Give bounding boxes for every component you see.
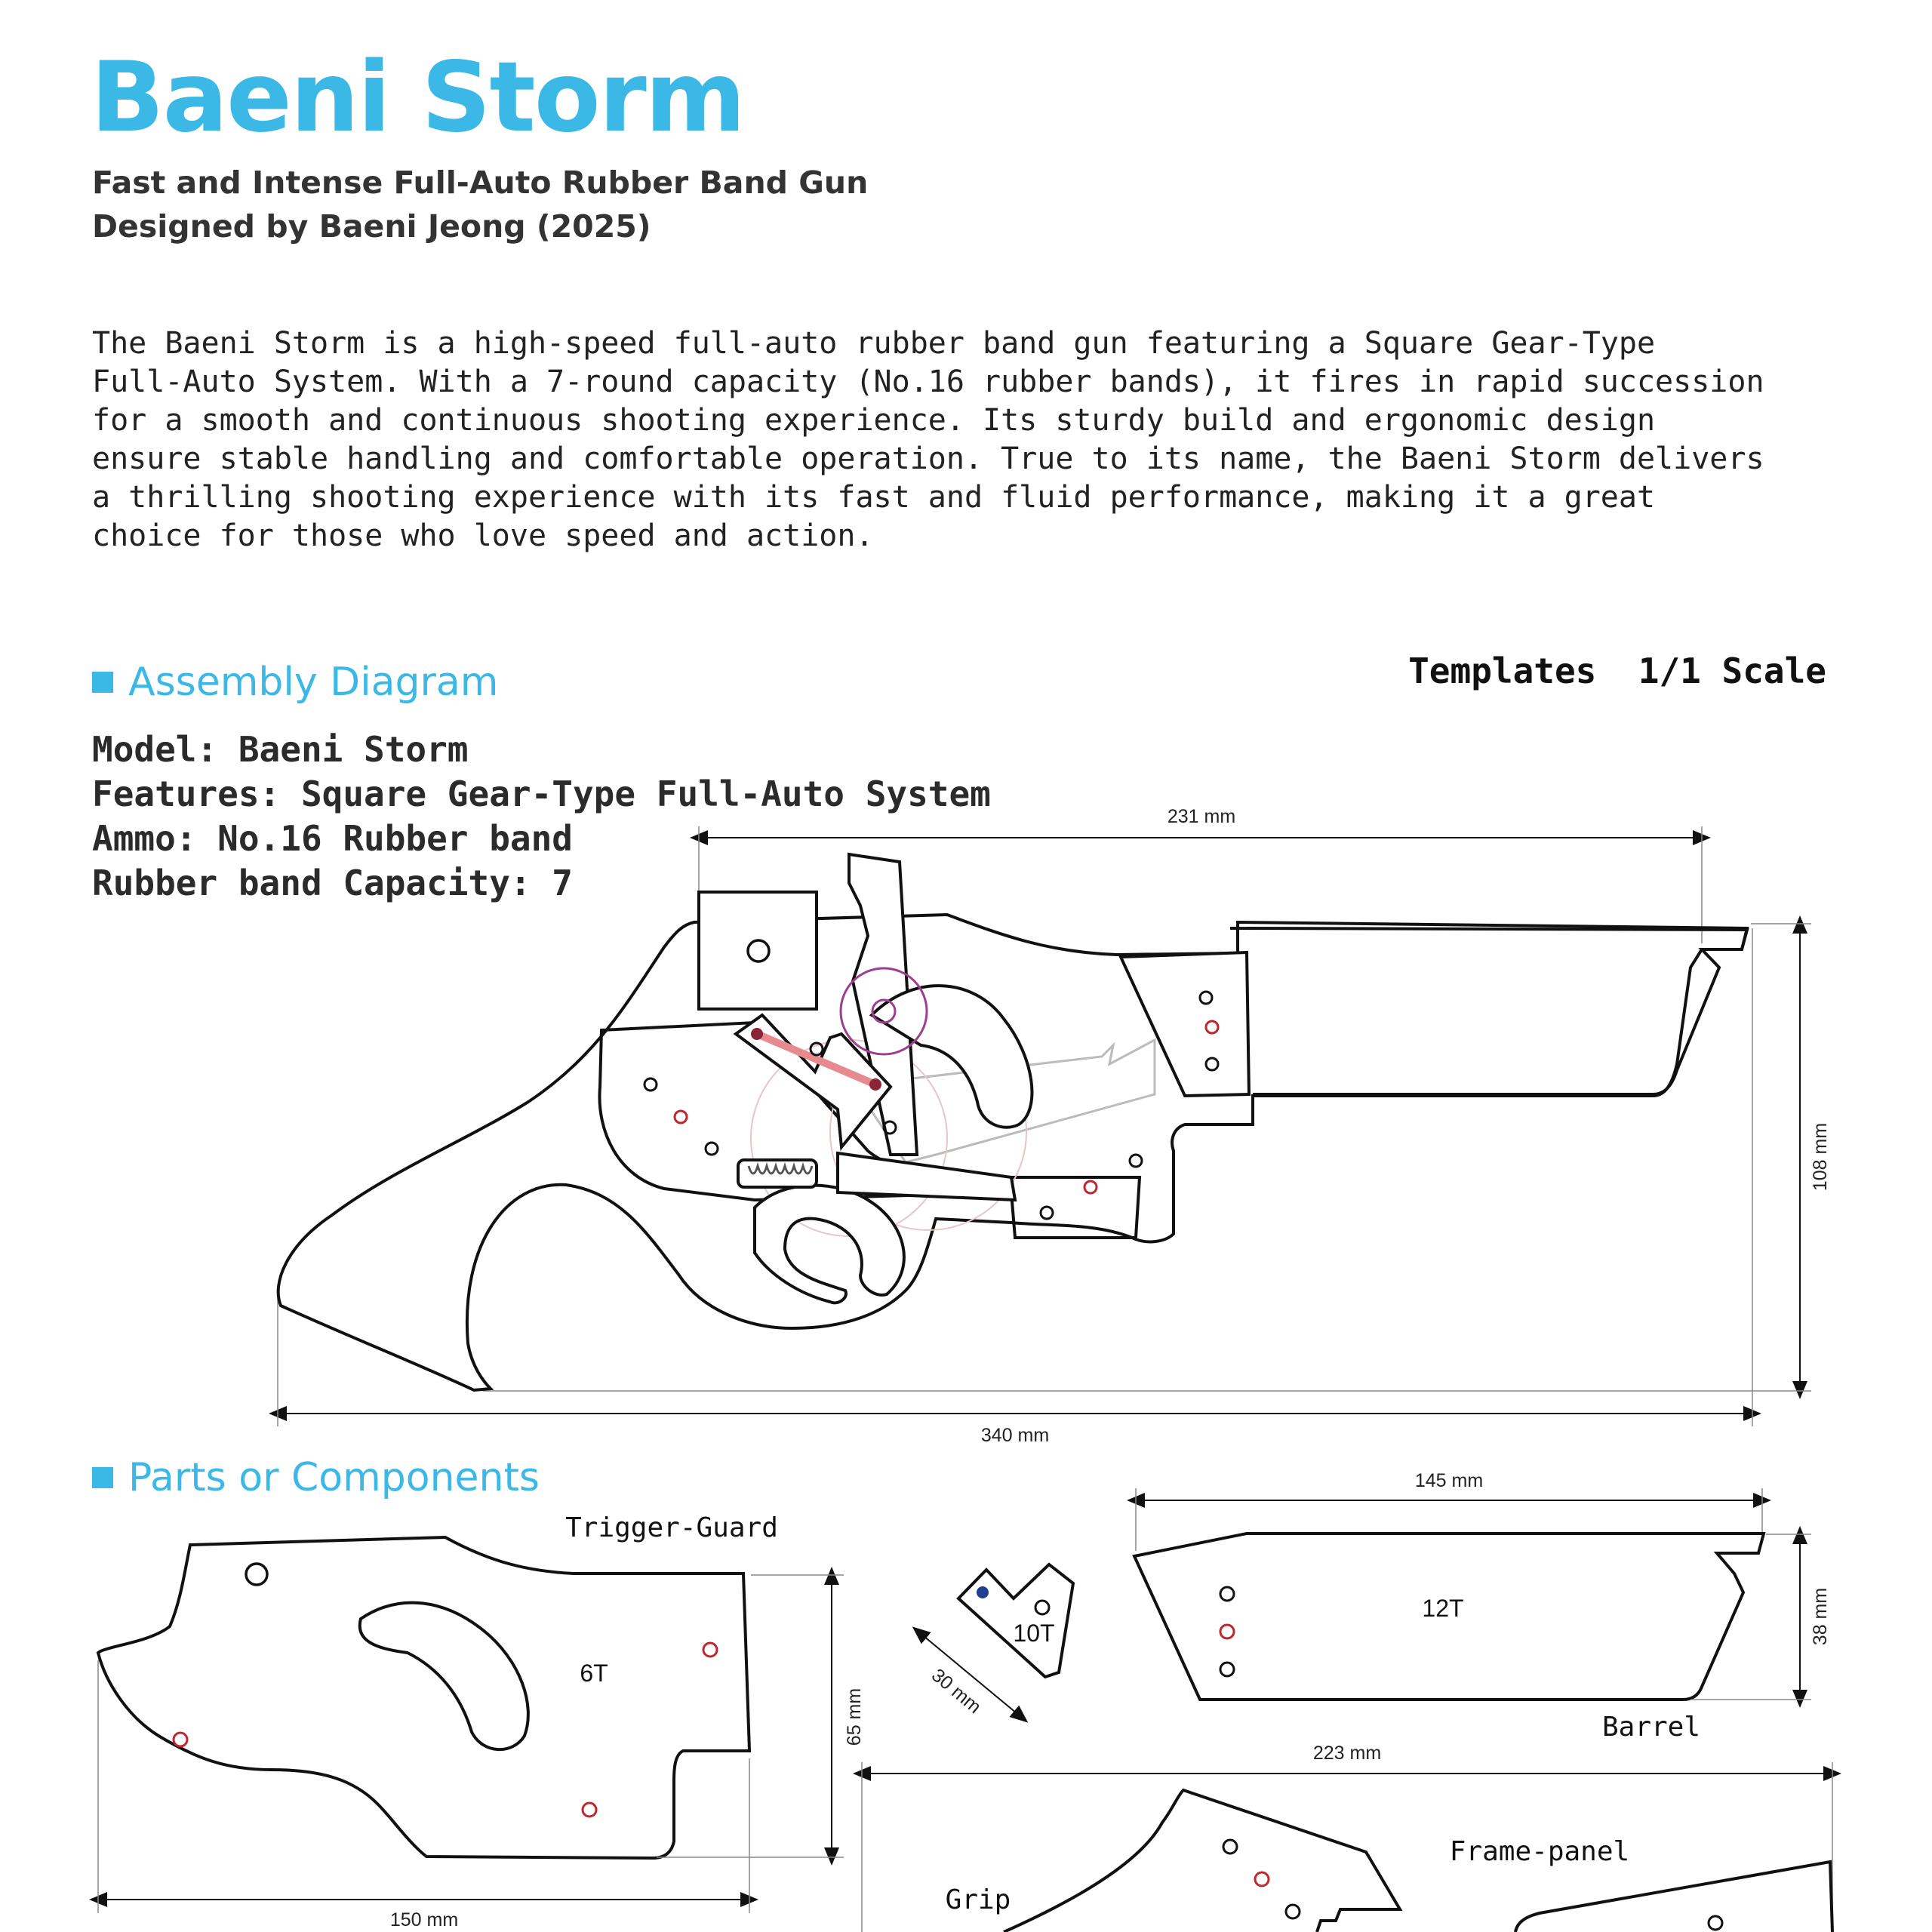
spec-features: Features: Square Gear-Type Full-Auto Sys…	[92, 774, 991, 814]
trigger-guard-red-hole	[172, 1731, 189, 1748]
description-paragraph: The Baeni Storm is a high-speed full-aut…	[92, 326, 1764, 553]
subtitle-line-1: Fast and Intense Full-Auto Rubber Band G…	[92, 165, 869, 201]
trigger-guard-width-label: 150 mm	[390, 1909, 458, 1930]
hammer-block	[697, 891, 818, 1011]
grip-outline	[1003, 1788, 1403, 1932]
lower-width-label: 223 mm	[1313, 1743, 1381, 1764]
small-part-outline	[956, 1562, 1075, 1679]
assembly-hole	[882, 1120, 897, 1135]
assembly-hole	[704, 1141, 719, 1156]
trigger-guard-red-hole	[581, 1801, 598, 1818]
trigger-bar	[836, 1151, 1017, 1202]
assembly-heading-label: Assembly Diagram	[128, 660, 499, 705]
templates-scale-label: Templates 1/1 Scale	[1408, 651, 1826, 691]
dimension-overall-length-label: 340 mm	[981, 1425, 1049, 1446]
barrel-part-outline	[1132, 1532, 1766, 1701]
heading-square-icon	[92, 1467, 113, 1488]
small-part-dimension-label: 30 mm	[928, 1665, 986, 1718]
assembly-hole	[1204, 1057, 1220, 1072]
trigger-guard-height-label: 65 mm	[844, 1688, 865, 1746]
assembly-red-hole	[1204, 1020, 1220, 1035]
assembly-hole	[1039, 1205, 1054, 1220]
assembly-heading: Assembly Diagram	[92, 660, 498, 705]
small-part-thickness: 10T	[1013, 1620, 1054, 1647]
spec-model: Model: Baeni Storm	[92, 729, 469, 770]
spec-ammo: Ammo: No.16 Rubber band	[92, 818, 573, 859]
barrel-thickness: 12T	[1422, 1595, 1463, 1622]
barrel-height-label: 38 mm	[1810, 1588, 1831, 1645]
barrel-red-hole	[1219, 1623, 1235, 1640]
gear-plate	[869, 984, 1034, 1129]
trigger-lower	[753, 1183, 906, 1305]
small-part: 10T 30 mm	[912, 1562, 1075, 1723]
dimension-top-width-label: 231 mm	[1168, 806, 1235, 827]
subtitle-line-2: Designed by Baeni Jeong (2025)	[92, 208, 651, 245]
assembly-hole	[1198, 990, 1214, 1005]
page-title: Baeni Storm	[91, 42, 746, 154]
trigger-guard-thickness: 6T	[580, 1660, 608, 1687]
grip-red-hole	[1254, 1871, 1270, 1887]
barrel-width-label: 145 mm	[1415, 1470, 1483, 1491]
parts-heading: Parts or Components	[92, 1455, 540, 1500]
trigger-guard-red-hole	[702, 1641, 718, 1658]
rubber-band-line	[753, 1030, 879, 1088]
frame-panel-outline	[1514, 1860, 1834, 1932]
assembly-hole	[809, 1041, 824, 1057]
band-anchor-1	[751, 1028, 763, 1040]
dimension-height: 108 mm	[483, 915, 1831, 1399]
gun-body-outline	[276, 912, 1749, 1392]
small-part-hole	[1034, 1599, 1051, 1616]
assembly-red-hole	[673, 1109, 688, 1124]
barrel-name: Barrel	[1602, 1712, 1700, 1743]
assembly-hole	[1128, 1153, 1143, 1168]
small-part-blue-dot	[977, 1586, 989, 1598]
trigger-guard-outline	[96, 1535, 752, 1860]
assembly-red-hole	[1083, 1180, 1098, 1195]
spring	[737, 1158, 818, 1189]
heading-square-icon	[92, 672, 113, 693]
barrel-part: 145 mm 12T 38 mm Barrel	[1127, 1470, 1831, 1743]
gear-outer-circle	[839, 967, 928, 1056]
frame-panel-name: Frame-panel	[1450, 1836, 1629, 1867]
grip-hole	[1222, 1838, 1238, 1855]
frame-panel-hole	[1707, 1915, 1724, 1931]
trigger-guard-name: Trigger-Guard	[565, 1512, 778, 1543]
hammer-block-hole	[746, 939, 771, 963]
dimension-top-width: 231 mm	[690, 806, 1711, 943]
parts-heading-label: Parts or Components	[128, 1455, 540, 1500]
band-anchor-2	[869, 1078, 881, 1091]
barrel-hole	[1219, 1661, 1235, 1678]
trigger-guard-part: Trigger-Guard 6T 65 mm 150 mm	[89, 1512, 865, 1930]
dimension-height-label: 108 mm	[1810, 1123, 1831, 1191]
gear-inner-circle	[871, 998, 897, 1024]
dimension-overall-length: 340 mm	[269, 928, 1761, 1446]
lower-parts: 223 mm Grip Frame-panel	[853, 1743, 1841, 1932]
assembly-hole	[643, 1077, 658, 1092]
trigger-guard-slot	[358, 1601, 530, 1752]
spec-capacity: Rubber band Capacity: 7	[92, 863, 573, 903]
trigger-piece	[733, 1013, 893, 1152]
trigger-guard-hole	[245, 1562, 269, 1586]
grip-hole	[1284, 1903, 1301, 1920]
grip-name: Grip	[946, 1884, 1011, 1915]
barrel-outline	[1229, 927, 1749, 1096]
barrel-hole	[1219, 1586, 1235, 1602]
